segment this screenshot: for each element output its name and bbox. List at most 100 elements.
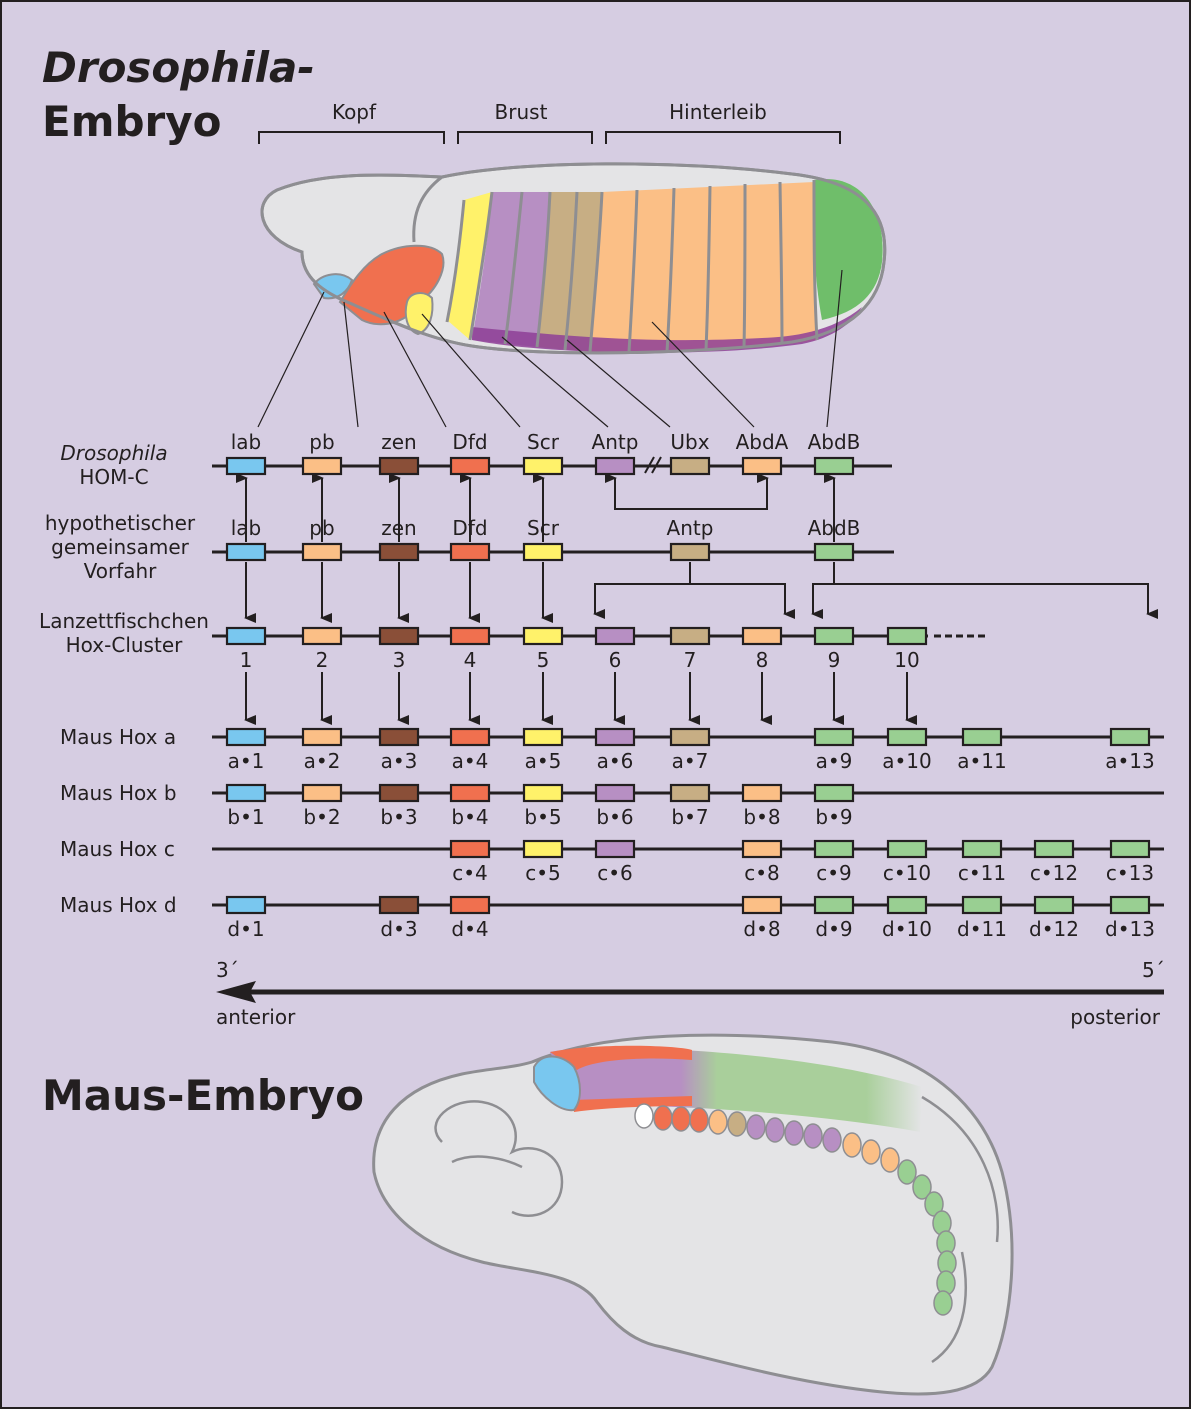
title-mouse: Maus-Embryo: [42, 1071, 364, 1120]
somite: [653, 1105, 673, 1131]
drosophila-gene-label: Ubx: [670, 430, 709, 454]
mouse-hox_d-gene-label: d•13: [1105, 917, 1155, 941]
somite: [671, 1106, 691, 1132]
amphioxus-gene-box: [378, 626, 420, 646]
mouse-hox_a-gene-box: [301, 727, 343, 747]
row-label-hox-c: Maus Hox c: [60, 837, 175, 861]
somite: [784, 1120, 804, 1146]
mouse-hox_b-gene-label: b•4: [451, 805, 488, 829]
mouse-hox_c-gene-label: c•10: [883, 861, 931, 885]
mouse-hox_c-gene-label: c•11: [958, 861, 1006, 885]
drosophila-gene-box: [378, 456, 420, 476]
drosophila-gene-label: Scr: [527, 430, 560, 454]
mouse-hox_a-gene-box: [449, 727, 491, 747]
mouse-hox_d-gene-box: [378, 895, 420, 915]
drosophila-gene-box: [594, 456, 636, 476]
amphioxus-gene-box: [301, 626, 343, 646]
mouse-hox_a-gene-label: a•5: [525, 749, 562, 773]
row-label-amphioxus-2: Hox-Cluster: [66, 633, 183, 657]
row-label-hox-b: Maus Hox b: [60, 781, 177, 805]
title-drosophila-line2: Embryo: [42, 97, 221, 146]
mouse-hox_d-gene-label: d•1: [227, 917, 264, 941]
row-label-ancestor-2: gemeinsamer: [51, 535, 189, 559]
region-brackets: [258, 131, 841, 144]
somite: [634, 1103, 654, 1129]
drosophila-gene-box: [813, 456, 855, 476]
somite: [708, 1109, 728, 1135]
mouse-hox_d-gene-box: [813, 895, 855, 915]
row-label-ancestor-3: Vorfahr: [84, 559, 158, 583]
title-drosophila-line1: Drosophila-: [42, 43, 315, 92]
drosophila-gene-box: [741, 456, 783, 476]
ancestor-gene-box: [225, 542, 267, 562]
drosophila-gene-box: [225, 456, 267, 476]
drosophila-gene-box: [449, 456, 491, 476]
amphioxus-gene-box: [741, 626, 783, 646]
drosophila-embryo-illustration: [260, 162, 887, 355]
mouse-hox_a-gene-label: a•10: [882, 749, 932, 773]
ancestor-gene-box: [813, 542, 855, 562]
amphioxus-gene-box: [669, 626, 711, 646]
axis-5prime: 5´: [1142, 958, 1165, 982]
cluster-break-mark: [644, 456, 662, 474]
mouse-hox_b-gene-label: b•2: [303, 805, 340, 829]
mouse-hox_d-gene-box: [449, 895, 491, 915]
somite: [842, 1132, 862, 1158]
mouse-hox_b-gene-label: b•5: [524, 805, 561, 829]
mouse-hox_d-gene-box: [1033, 895, 1075, 915]
somite: [803, 1123, 823, 1149]
mouse-hox_c-gene-box: [1033, 839, 1075, 859]
somite: [727, 1111, 747, 1137]
mouse-hox_a-gene-box: [594, 727, 636, 747]
mouse-hox_d-gene-box: [741, 895, 783, 915]
mouse-hox_c-gene-box: [961, 839, 1003, 859]
mouse-hox_c-gene-box: [594, 839, 636, 859]
amphioxus-gene-number: 4: [464, 648, 477, 672]
row-label-amphioxus-1: Lanzettfischchen: [39, 609, 209, 633]
mouse-hox_b-gene-label: b•8: [743, 805, 780, 829]
mouse-hox_a-gene-label: a•1: [228, 749, 265, 773]
mouse-hox_d-gene-label: d•3: [380, 917, 417, 941]
drosophila-gene-label: AbdA: [736, 430, 789, 454]
somite: [912, 1174, 932, 1200]
drosophila-gene-box: [301, 456, 343, 476]
mouse-hox_d-gene-label: d•4: [451, 917, 488, 941]
mouse-hox_a-gene-box: [669, 727, 711, 747]
mouse-hox_c-gene-label: c•4: [452, 861, 488, 885]
mouse-hox_b-gene-box: [449, 783, 491, 803]
mouse-hox_a-gene-box: [1109, 727, 1151, 747]
mouse-hox_c-gene-box: [449, 839, 491, 859]
mouse-hox_b-gene-box: [301, 783, 343, 803]
mouse-hox_a-gene-label: a•9: [816, 749, 853, 773]
drosophila-gene-label: AbdB: [808, 430, 861, 454]
mouse-hox_a-gene-label: a•2: [304, 749, 341, 773]
mouse-hox_a-gene-box: [378, 727, 420, 747]
mouse-hox_a-gene-label: a•3: [381, 749, 418, 773]
mouse-hox_c-gene-box: [741, 839, 783, 859]
mouse-hox_d-gene-box: [1109, 895, 1151, 915]
drosophila-gene-box: [669, 456, 711, 476]
amphioxus-gene-number: 9: [828, 648, 841, 672]
axis-3prime: 3´: [216, 958, 239, 982]
ancestor-gene-box: [449, 542, 491, 562]
row-label-drosophila: HOM-C: [79, 465, 148, 489]
amphioxus-gene-number: 5: [537, 648, 550, 672]
somites: [634, 1103, 957, 1316]
somite: [861, 1139, 881, 1165]
row-label-hox-d: Maus Hox d: [60, 893, 177, 917]
mouse-hox_c-gene-box: [1109, 839, 1151, 859]
somite: [880, 1147, 900, 1173]
mouse-hox_c-gene-label: c•8: [744, 861, 780, 885]
mouse-hox_c-gene-label: c•9: [816, 861, 852, 885]
mouse-hox_b-gene-label: b•7: [671, 805, 708, 829]
mouse-hox_d-gene-label: d•8: [743, 917, 780, 941]
somite: [765, 1117, 785, 1143]
amphioxus-gene-number: 8: [756, 648, 769, 672]
mouse-hox_c-gene-label: c•5: [525, 861, 561, 885]
mouse-embryo-illustration: [372, 1033, 1014, 1396]
row-label-hox-a: Maus Hox a: [60, 725, 176, 749]
mouse-hox_c-gene-label: c•6: [597, 861, 633, 885]
region-label-brust: Brust: [495, 100, 548, 124]
